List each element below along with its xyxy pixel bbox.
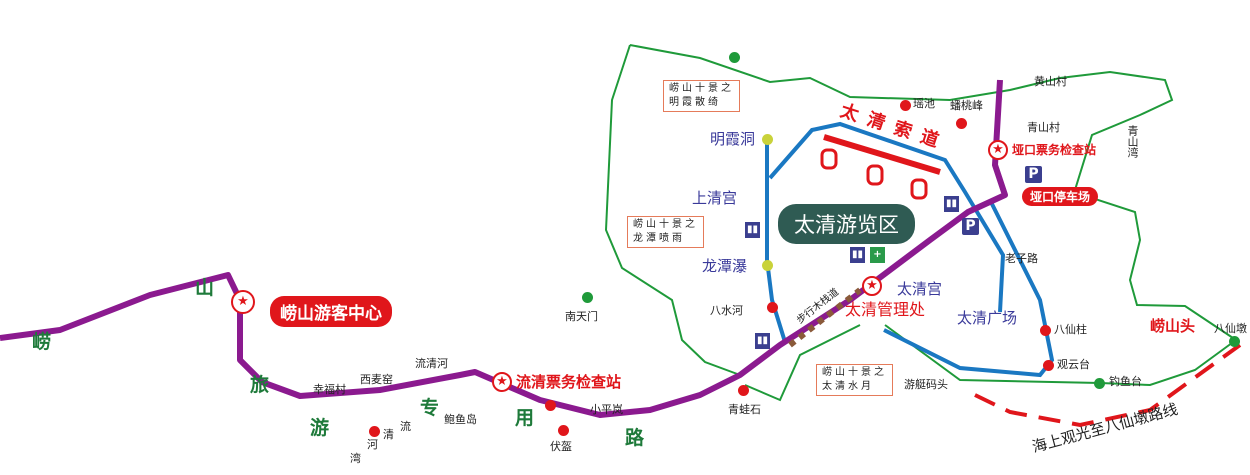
place-label: 鲍鱼岛 [444, 413, 477, 426]
spot-dot [1040, 325, 1051, 336]
spot-dot [558, 425, 569, 436]
place-label: 明霞洞 [710, 130, 756, 148]
place-label: 流清河 [415, 357, 448, 370]
scenic-dot [762, 260, 773, 271]
place-label: 太清广场 [957, 309, 1018, 327]
taiqing-office-label[interactable]: 太清管理处 [845, 300, 926, 319]
spot-dot [767, 302, 778, 313]
place-label: 青蛙石 [728, 403, 761, 416]
place-label: 上清宫 [692, 189, 738, 207]
parking-icon: P [962, 218, 979, 235]
place-label: 青山湾 [1126, 125, 1139, 158]
sea-route-line [974, 343, 1242, 428]
star-icon: ★ [988, 140, 1008, 160]
place-label: 伏盔 [550, 440, 572, 453]
place-label: 幸福村 [313, 383, 346, 396]
restroom-icon: ▮▮ [850, 247, 865, 263]
spot-dot [900, 100, 911, 111]
yakou-parking-label[interactable]: 垭口停车场 [1022, 187, 1099, 206]
boundary-line [604, 44, 741, 376]
place-label: 小平岚 [590, 403, 623, 416]
place-label: 青山村 [1027, 121, 1060, 134]
star-icon: ★ [862, 276, 882, 296]
star-icon: ★ [231, 290, 255, 314]
pier-label: 游艇码头 [904, 378, 948, 391]
place-label: 观云台 [1057, 358, 1090, 371]
first-aid-icon: + [870, 247, 885, 263]
star-icon: ★ [492, 372, 512, 392]
place-label: 蟠桃峰 [950, 99, 983, 112]
place-label: 瑶池 [913, 97, 935, 110]
scenic-note: 崂山十景之龙潭喷雨 [627, 216, 704, 248]
road-label: 路 [625, 427, 645, 449]
liuqing-station-label[interactable]: 流清票务检查站 [516, 373, 622, 391]
place-label: 八仙柱 [1054, 323, 1087, 336]
place-label: 流 [400, 420, 411, 433]
spot-dot [1229, 336, 1240, 347]
place-label: 清 [383, 428, 394, 441]
place-label: 湾 [350, 452, 361, 465]
spot-dot [369, 426, 380, 437]
restroom-icon: ▮▮ [944, 196, 959, 212]
restroom-icon: ▮▮ [755, 333, 770, 349]
scenic-dot [762, 134, 773, 145]
road-label: 专 [420, 397, 440, 419]
zone-title: 太清游览区 [778, 204, 915, 244]
headland-label: 崂山头 [1150, 317, 1196, 335]
place-label: 南天门 [565, 310, 598, 323]
place-label: 老子路 [1005, 252, 1038, 265]
road-label: 崂 [32, 331, 52, 353]
boardwalk-line [788, 287, 862, 348]
place-label: 河 [367, 438, 378, 451]
boundary-line [629, 44, 1237, 341]
road-label: 游 [310, 417, 330, 439]
road-label: 山 [195, 277, 215, 299]
boundary-line [884, 324, 1237, 387]
spot-dot [956, 118, 967, 129]
spot-dot [1094, 378, 1105, 389]
boundary-line [744, 324, 861, 402]
yakou-station-label[interactable]: 垭口票务检查站 [1012, 143, 1097, 157]
place-label: 钓鱼台 [1109, 375, 1142, 388]
scenic-note: 崂山十景之太清水月 [816, 364, 893, 396]
restroom-icon: ▮▮ [745, 222, 760, 238]
spot-dot [545, 400, 556, 411]
parking-icon: P [1025, 166, 1042, 183]
peak-dot [729, 52, 740, 63]
road-label: 用 [515, 407, 535, 429]
place-label: 龙潭瀑 [702, 257, 748, 275]
road-label: 旅 [250, 374, 270, 396]
place-label: 黄山村 [1034, 75, 1067, 88]
cableway-icon [820, 134, 941, 200]
place-label: 八水河 [710, 304, 743, 317]
spot-dot [1043, 360, 1054, 371]
spot-dot [738, 385, 749, 396]
place-label: 西麦窑 [360, 373, 393, 386]
visitor-center-label[interactable]: 崂山游客中心 [270, 296, 392, 327]
place-label: 太清宫 [897, 280, 943, 298]
place-label: 八仙墩 [1214, 322, 1247, 335]
spot-dot [582, 292, 593, 303]
scenic-note: 崂山十景之明霞散绮 [663, 80, 740, 112]
